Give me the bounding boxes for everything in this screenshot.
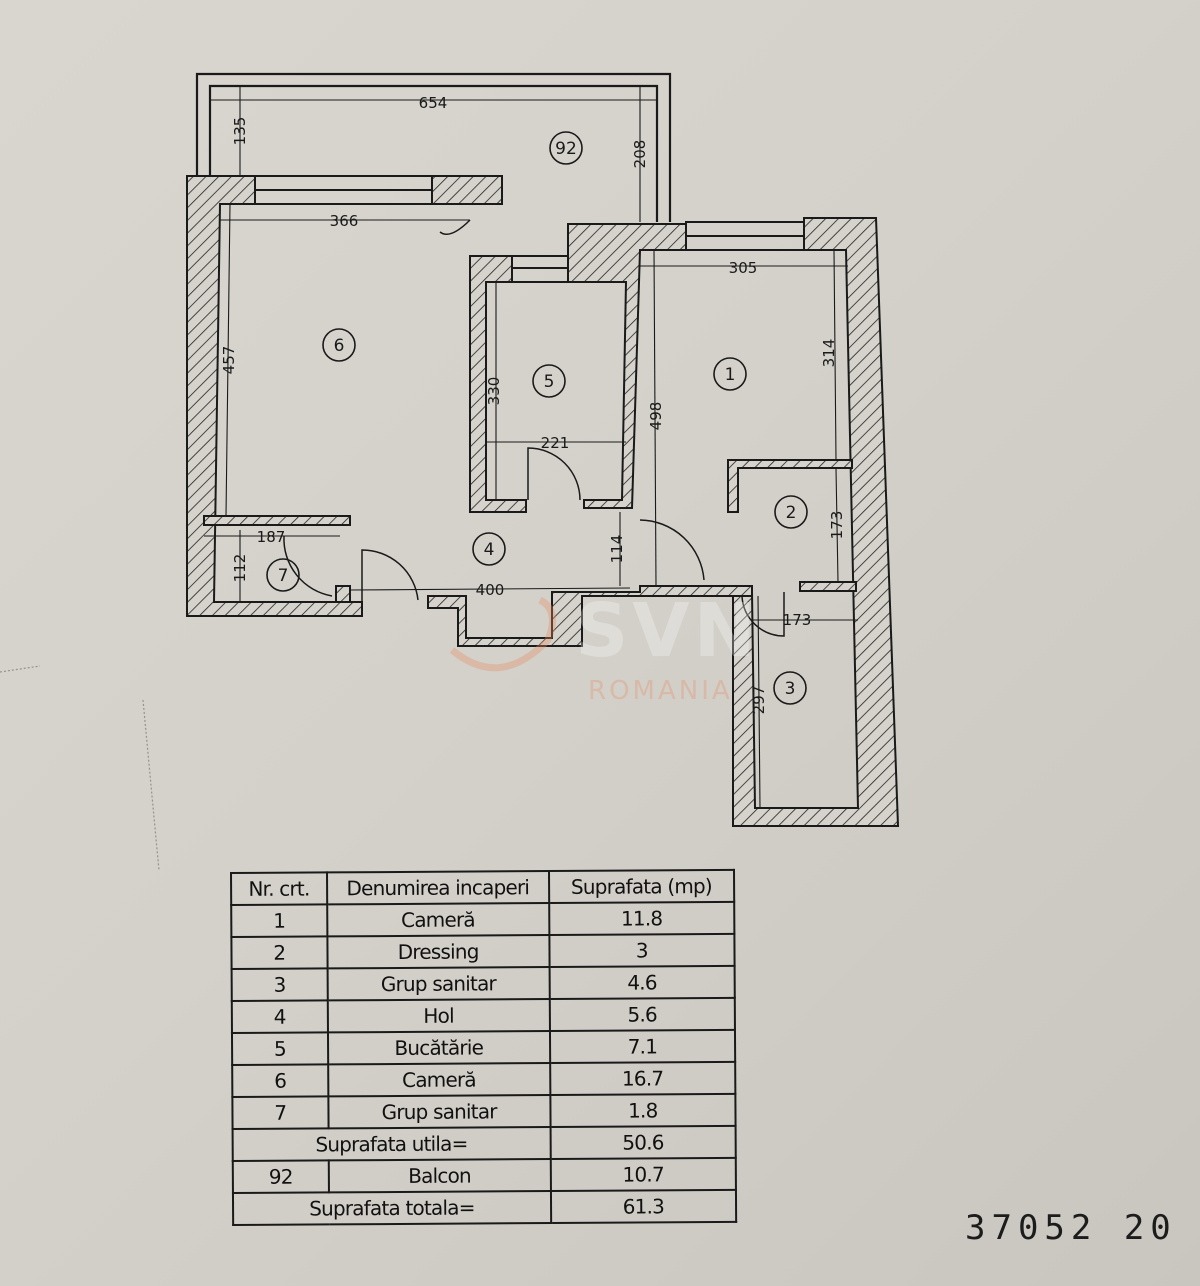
total-area-row: Suprafata totala= 61.3 — [232, 1189, 737, 1225]
walls — [186, 175, 900, 827]
area-table-container: Nr. crt. Denumirea incaperi Suprafata (m… — [230, 869, 737, 1226]
cell-area: 3 — [549, 933, 735, 968]
useful-area-label: Suprafata utila= — [232, 1127, 551, 1161]
balcony-row: 92 Balcon 10.7 — [232, 1157, 736, 1193]
dim-room6-width: 366 — [330, 212, 359, 230]
balcony-outline — [195, 72, 672, 222]
dimension-labels: 654 135 208 366 457 330 221 305 314 498 … — [220, 94, 846, 714]
cell-name: Dressing — [327, 935, 550, 969]
dim-room3-width: 173 — [783, 611, 812, 629]
room-label-7: 7 — [278, 566, 289, 586]
header-room-name: Denumirea incaperi — [326, 871, 549, 905]
cell-nr: 5 — [231, 1032, 328, 1065]
cell-name: Grup sanitar — [327, 967, 550, 1001]
header-area: Suprafata (mp) — [548, 869, 735, 904]
room-label-6: 6 — [334, 336, 345, 356]
table-row: 1 Cameră 11.8 — [231, 901, 735, 937]
dim-room1-depth: 314 — [820, 339, 838, 368]
room-markers — [266, 131, 808, 705]
dim-balcony-depth-right: 208 — [631, 140, 649, 169]
table-row: 7 Grup sanitar 1.8 — [232, 1093, 736, 1129]
dim-room7-depth: 112 — [231, 554, 249, 583]
cell-area: 10.7 — [550, 1157, 736, 1192]
windows — [254, 175, 805, 283]
room-label-4: 4 — [484, 540, 495, 560]
dim-room5-depth: 330 — [485, 377, 503, 406]
dim-balcony-depth-left: 135 — [231, 117, 249, 146]
cell-area: 11.8 — [548, 901, 735, 936]
cell-nr: 7 — [232, 1096, 329, 1129]
table-row: 3 Grup sanitar 4.6 — [231, 965, 735, 1001]
cell-nr: 4 — [231, 1000, 328, 1033]
cell-nr: 1 — [231, 904, 328, 937]
room-label-5: 5 — [544, 372, 555, 392]
cell-name: Cameră — [327, 1063, 551, 1097]
cell-nr: 2 — [231, 936, 328, 969]
room-label-balcony: 92 — [555, 139, 577, 159]
dim-room7-width: 187 — [257, 528, 286, 546]
cell-name: Bucătărie — [327, 1031, 550, 1065]
cell-nr: 3 — [231, 968, 328, 1001]
dim-room6-depth: 457 — [220, 346, 238, 375]
room-label-3: 3 — [785, 679, 796, 699]
dim-room2-depth: 173 — [828, 511, 846, 540]
header-nr: Nr. crt. — [231, 872, 327, 905]
floor-plan-drawing: 654 135 208 366 457 330 221 305 314 498 … — [0, 72, 900, 870]
table-row: 4 Hol 5.6 — [231, 997, 735, 1033]
useful-area-value: 50.6 — [550, 1125, 736, 1160]
room-label-1: 1 — [725, 365, 736, 385]
paper-fold-lines — [0, 665, 160, 870]
dim-room3-depth: 297 — [750, 686, 768, 715]
door-swings — [283, 219, 785, 637]
cell-nr: 6 — [232, 1064, 329, 1097]
room-label-2: 2 — [786, 503, 797, 523]
dim-hall-entry: 114 — [608, 535, 626, 564]
dim-room1-width: 305 — [729, 259, 758, 277]
cell-name: Balcon — [328, 1159, 551, 1193]
document-stamp-number: 37052 20 — [965, 1208, 1177, 1248]
cell-name: Grup sanitar — [328, 1095, 551, 1129]
table-row: 6 Cameră 16.7 — [232, 1061, 736, 1097]
useful-area-row: Suprafata utila= 50.6 — [232, 1125, 736, 1161]
total-area-value: 61.3 — [550, 1189, 737, 1224]
room-labels: 92 1 2 3 4 5 6 7 — [278, 139, 797, 699]
cell-area: 16.7 — [549, 1061, 736, 1096]
cell-nr: 92 — [232, 1160, 329, 1193]
watermark-country: ROMANIA — [588, 676, 733, 706]
total-area-label: Suprafata totala= — [232, 1191, 551, 1225]
watermark-brand: SVN — [575, 588, 760, 674]
dim-balcony-width: 654 — [419, 94, 448, 112]
table-header-row: Nr. crt. Denumirea incaperi Suprafata (m… — [231, 869, 735, 905]
cell-area: 1.8 — [550, 1093, 736, 1128]
dim-hall-width: 400 — [476, 581, 505, 599]
dim-hall-depth: 498 — [647, 402, 665, 431]
table-row: 2 Dressing 3 — [231, 933, 735, 969]
watermark-logo-icon — [449, 596, 556, 672]
cell-name: Cameră — [326, 903, 550, 937]
cell-area: 5.6 — [549, 997, 735, 1032]
cell-area: 7.1 — [549, 1029, 736, 1064]
table-row: 5 Bucătărie 7.1 — [231, 1029, 736, 1065]
area-table: Nr. crt. Denumirea incaperi Suprafata (m… — [230, 869, 737, 1226]
cell-area: 4.6 — [549, 965, 735, 1000]
dimension-lines — [204, 86, 858, 809]
dim-room5-width: 221 — [541, 434, 570, 452]
cell-name: Hol — [327, 999, 550, 1033]
